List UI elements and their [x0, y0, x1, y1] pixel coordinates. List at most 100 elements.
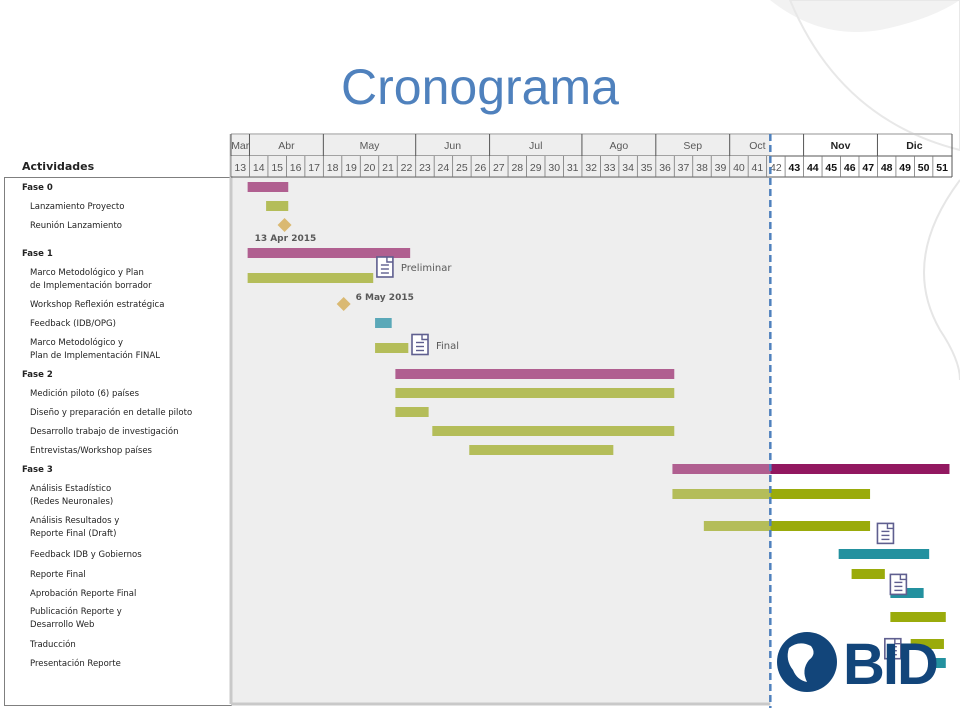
gantt-bar [247, 248, 411, 258]
gantt-bar [247, 182, 289, 192]
week-label: 44 [807, 162, 819, 174]
activity-label: Presentación Reporte [30, 659, 121, 669]
gantt-bar [395, 388, 675, 398]
week-label: 40 [733, 162, 745, 174]
gantt-bar [770, 464, 950, 474]
activities-header: Actividades [22, 160, 95, 173]
week-label: 34 [622, 162, 634, 174]
week-label: 20 [364, 162, 376, 174]
phase-label: Fase 2 [22, 370, 53, 380]
week-label: 24 [438, 162, 450, 174]
gantt-bar [395, 407, 429, 417]
week-label: 39 [715, 162, 727, 174]
bid-logo-continent [787, 643, 814, 682]
gantt-bar [395, 369, 675, 379]
month-label: Sep [683, 140, 702, 152]
week-label: 25 [456, 162, 468, 174]
week-label: 50 [918, 162, 930, 174]
week-label: 22 [401, 162, 413, 174]
week-label: 51 [936, 162, 948, 174]
gantt-bar [266, 201, 289, 211]
document-icon [889, 573, 908, 596]
gantt-bar [770, 489, 871, 499]
document-icon [376, 256, 394, 278]
document-icon-fold [899, 574, 907, 581]
week-label: 38 [696, 162, 708, 174]
week-label: 42 [770, 162, 782, 174]
activity-label: Workshop Reflexión estratégica [30, 300, 165, 310]
activity-label: Feedback IDB y Gobiernos [30, 550, 142, 560]
week-label: 14 [253, 162, 265, 174]
week-label: 45 [825, 162, 837, 174]
activity-label: Medición piloto (6) países [30, 389, 139, 399]
activity-label: Marco Metodológico y Plan de Implementac… [30, 268, 152, 291]
week-label: 31 [567, 162, 579, 174]
week-label: 29 [530, 162, 542, 174]
gantt-bar [703, 521, 771, 531]
week-label: 16 [290, 162, 302, 174]
activity-label: Análisis Resultados y Reporte Final (Dra… [30, 516, 120, 539]
week-label: 32 [585, 162, 597, 174]
gantt-bar [375, 318, 392, 328]
month-header-past [231, 134, 771, 156]
milestone-diamond [277, 218, 292, 232]
month-label: Oct [749, 140, 765, 152]
document-icon-fold [886, 523, 894, 530]
month-label: Jun [444, 140, 461, 152]
milestone-diamond [336, 297, 351, 311]
week-label: 37 [678, 162, 690, 174]
document-icon-fold [421, 334, 429, 341]
week-label: 43 [788, 162, 800, 174]
gantt-bar [469, 445, 614, 455]
week-label: 27 [493, 162, 505, 174]
week-label: 15 [271, 162, 283, 174]
week-label: 41 [752, 162, 764, 174]
week-label: 33 [604, 162, 616, 174]
week-label: 46 [844, 162, 856, 174]
document-icon-fold [894, 638, 901, 645]
chart-grid-past [231, 177, 771, 704]
phase-label: Fase 3 [22, 465, 53, 475]
month-label: Mar [231, 140, 250, 152]
activity-label: Desarrollo trabajo de investigación [30, 427, 179, 437]
document-label: Final [436, 340, 460, 352]
document-icon [411, 333, 429, 356]
gantt-bar [432, 426, 675, 436]
activity-label: Traducción [30, 640, 76, 650]
week-label: 19 [345, 162, 357, 174]
week-label: 35 [641, 162, 653, 174]
week-label: 21 [382, 162, 394, 174]
gantt-bar [770, 521, 871, 531]
month-label: May [360, 140, 381, 152]
document-label: Preliminar [400, 263, 452, 274]
gantt-bar [672, 489, 771, 499]
week-header-past [231, 156, 771, 176]
week-label: 49 [899, 162, 911, 174]
week-label: 17 [308, 162, 320, 174]
activity-label: Publicación Reporte y Desarrollo Web [30, 607, 122, 630]
gantt-bar [890, 612, 946, 622]
week-label: 48 [881, 162, 893, 174]
week-label: 47 [862, 162, 874, 174]
gantt-bar [851, 569, 885, 579]
month-label: Abr [278, 140, 295, 152]
week-label: 30 [548, 162, 560, 174]
page-title: Cronograma [341, 59, 619, 115]
gantt-bar [910, 639, 944, 649]
document-icon [876, 522, 895, 545]
gantt-bar [672, 464, 771, 474]
gantt-bar [375, 343, 409, 353]
activity-label: Análisis Estadístico (Redes Neuronales) [30, 484, 114, 507]
activity-label: Lanzamiento Proyecto [30, 202, 125, 212]
month-label: Jul [529, 140, 542, 152]
gantt-bar [247, 273, 374, 283]
month-label: Ago [610, 140, 629, 152]
activity-label: Aprobación Reporte Final [30, 589, 137, 599]
milestone-date-label: 13 Apr 2015 [254, 234, 317, 244]
activity-label: Diseño y preparación en detalle piloto [30, 408, 193, 418]
month-label: Nov [831, 140, 851, 152]
phase-label: Fase 1 [22, 249, 53, 259]
activity-label: Reunión Lanzamiento [30, 221, 122, 231]
